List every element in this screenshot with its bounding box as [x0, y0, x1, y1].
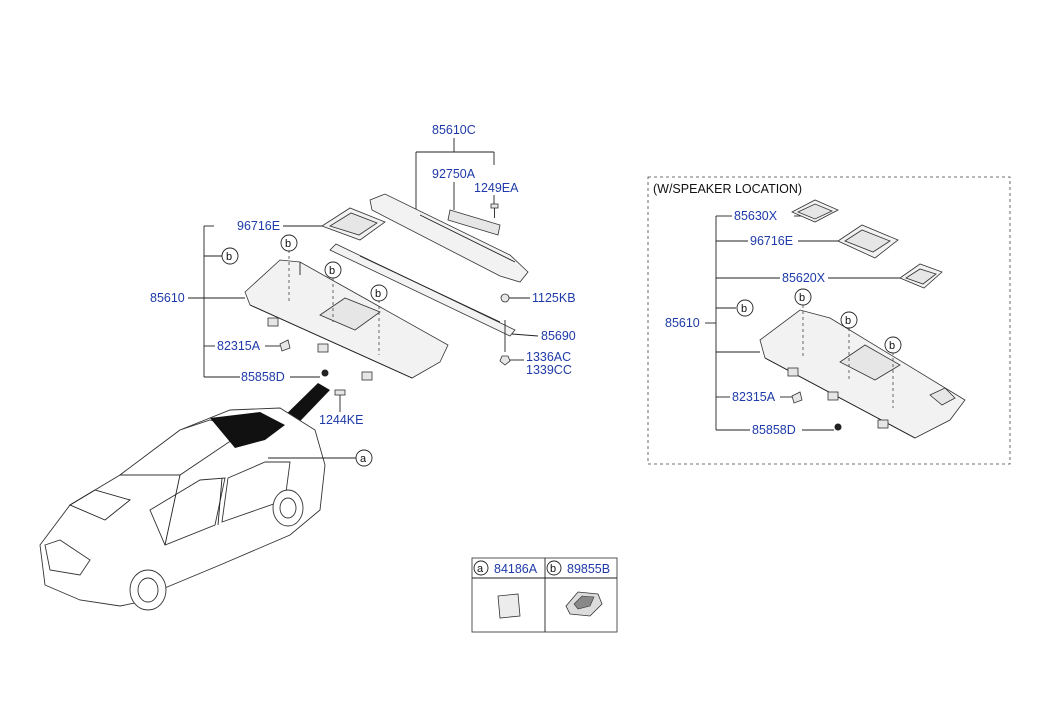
callout-b-letter: b	[226, 251, 232, 263]
callout-b-letter: b	[375, 288, 381, 300]
legend-part-84186a	[497, 593, 521, 619]
label-85858d[interactable]: 85858D	[241, 370, 285, 384]
legend-a-letter: a	[477, 563, 484, 575]
speaker-grille-96716e-box	[837, 224, 899, 259]
legend-b-letter: b	[550, 563, 556, 575]
callout-b-letter: b	[845, 315, 851, 327]
leader-85610C	[415, 138, 495, 212]
bolt-1125kb	[500, 293, 530, 303]
label-1244ke[interactable]: 1244KE	[319, 413, 363, 427]
label-85610-box[interactable]: 85610	[665, 316, 700, 330]
speaker-small-parts	[791, 391, 842, 431]
fastener-85858d	[321, 369, 329, 377]
legend-b-part[interactable]: 89855B	[567, 562, 610, 576]
callout-b-letter: b	[799, 292, 805, 304]
callout-b-letter: b	[889, 340, 895, 352]
rod-85690	[329, 243, 516, 337]
speaker-shelf-panel	[759, 309, 966, 439]
nut-1336ac	[499, 355, 524, 366]
speaker-grille-85630x	[791, 199, 839, 223]
speaker-grille-85620x	[899, 263, 943, 289]
callout-a-letter: a	[360, 453, 367, 465]
speaker-box-frame	[647, 176, 1011, 465]
label-96716e[interactable]: 96716E	[237, 219, 280, 233]
speaker-grille-96716e	[321, 207, 386, 241]
label-85858d-box[interactable]: 85858D	[752, 423, 796, 437]
label-85610[interactable]: 85610	[150, 291, 185, 305]
leader-85690	[504, 320, 539, 352]
legend-part-89855b	[565, 591, 603, 617]
legend-a-part[interactable]: 84186A	[494, 562, 538, 576]
label-85630x[interactable]: 85630X	[734, 209, 778, 223]
speaker-box-leaders	[705, 215, 902, 431]
callout-b-circles-box	[736, 288, 902, 354]
speaker-box-title: (W/SPEAKER LOCATION)	[653, 182, 802, 196]
shelf-dashed-leaders	[288, 250, 380, 355]
label-1339cc[interactable]: 1339CC	[526, 363, 572, 377]
speaker-dashed-leaders	[802, 305, 894, 408]
label-82315a[interactable]: 82315A	[217, 339, 261, 353]
label-1249ea[interactable]: 1249EA	[474, 181, 519, 195]
leader-85610	[188, 225, 322, 378]
callout-a-car	[268, 449, 373, 467]
callout-b-letter: b	[285, 238, 291, 250]
label-85620x[interactable]: 85620X	[782, 271, 826, 285]
rear-shelf-panel	[244, 259, 449, 381]
car-illustration	[39, 407, 326, 611]
callout-b-letter: b	[329, 265, 335, 277]
callout-b-circles-main	[221, 234, 388, 302]
screw-1249ea	[490, 203, 499, 218]
label-96716e-box[interactable]: 96716E	[750, 234, 793, 248]
cover-shelf	[369, 193, 529, 283]
label-92750a[interactable]: 92750A	[432, 167, 476, 181]
callout-b-letter: b	[741, 303, 747, 315]
bolt-1244ke	[334, 389, 346, 412]
label-85690[interactable]: 85690	[541, 329, 576, 343]
label-85610c[interactable]: 85610C	[432, 123, 476, 137]
label-1336ac[interactable]: 1336AC	[526, 350, 571, 364]
label-82315a-box[interactable]: 82315A	[732, 390, 776, 404]
label-1125kb[interactable]: 1125KB	[532, 291, 576, 305]
clip-82315a	[279, 339, 291, 352]
